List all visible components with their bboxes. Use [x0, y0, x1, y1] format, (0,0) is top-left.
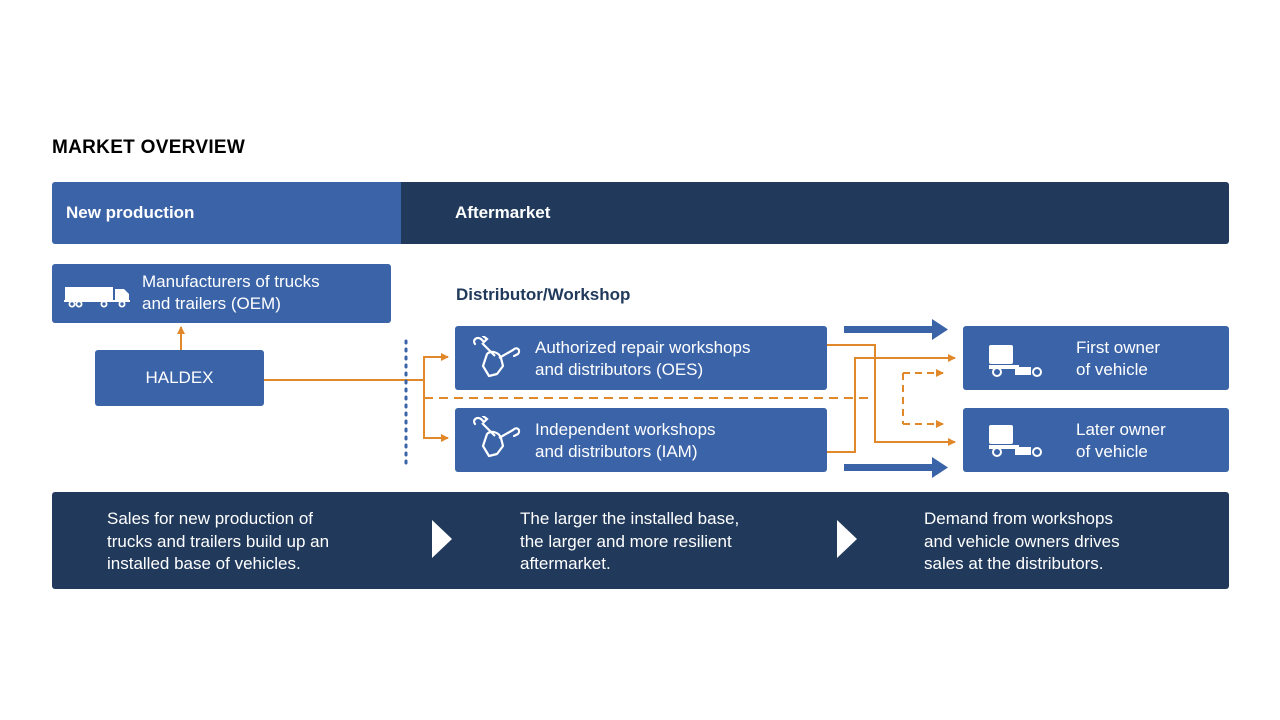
oes-line1: Authorized repair workshops [535, 338, 751, 357]
summary-step-3-line3: sales at the distributors. [924, 554, 1104, 573]
oes-to-later-owner [827, 344, 956, 446]
header-bar: New production Aftermarket [52, 182, 1229, 244]
first-owner-line1: First owner [1076, 338, 1161, 357]
page-title: MARKET OVERVIEW [52, 137, 246, 158]
iam-line2: and distributors (IAM) [535, 442, 698, 461]
oes-line2: and distributors (OES) [535, 360, 704, 379]
truck-cab-icon [989, 345, 1042, 377]
oem-line2: and trailers (OEM) [142, 294, 281, 313]
to-iam-arrow [423, 380, 449, 442]
oes-box: Authorized repair workshops and distribu… [455, 326, 827, 390]
summary-step-1-line3: installed base of vehicles. [107, 554, 301, 573]
summary-step-3: Demand from workshops and vehicle owners… [924, 508, 1120, 576]
chevron-right-icon [432, 520, 452, 558]
summary-step-3-line2: and vehicle owners drives [924, 531, 1120, 551]
later-owner-box: Later owner of vehicle [963, 408, 1229, 472]
summary-step-2-line2: the larger and more resilient [520, 531, 732, 551]
haldex-box: HALDEX [95, 350, 264, 406]
truck-trailer-icon [64, 287, 130, 308]
iam-to-first-owner [827, 354, 956, 453]
oem-box: Manufacturers of trucks and trailers (OE… [52, 264, 391, 323]
later-owner-line2: of vehicle [1076, 442, 1148, 461]
iam-line1: Independent workshops [535, 420, 716, 439]
wrench-hand-icon [473, 336, 521, 378]
summary-step-1-line1: Sales for new production of [107, 509, 314, 528]
header-aftermarket: Aftermarket [401, 182, 1229, 244]
later-owner-line1: Later owner [1076, 420, 1166, 439]
blue-arrow-top [844, 319, 948, 340]
header-new-production: New production [52, 182, 401, 244]
blue-arrow-bottom [844, 457, 948, 478]
summary-step-1: Sales for new production of trucks and t… [107, 508, 329, 576]
summary-bar: Sales for new production of trucks and t… [52, 492, 1229, 589]
wrench-hand-icon [473, 416, 521, 458]
summary-step-2-line3: aftermarket. [520, 554, 611, 573]
summary-step-3-line1: Demand from workshops [924, 509, 1113, 528]
first-owner-line2: of vehicle [1076, 360, 1148, 379]
chevron-right-icon [837, 520, 857, 558]
distributor-title: Distributor/Workshop [456, 285, 631, 304]
iam-box: Independent workshops and distributors (… [455, 408, 827, 472]
truck-cab-icon [989, 425, 1042, 457]
to-oes-arrow [423, 353, 449, 380]
haldex-label: HALDEX [145, 368, 214, 387]
first-owner-box: First owner of vehicle [963, 326, 1229, 390]
oem-line1: Manufacturers of trucks [142, 272, 320, 291]
summary-step-2: The larger the installed base, the large… [520, 508, 739, 576]
summary-step-2-line1: The larger the installed base, [520, 509, 740, 528]
summary-step-1-line2: trucks and trailers build up an [107, 531, 330, 551]
